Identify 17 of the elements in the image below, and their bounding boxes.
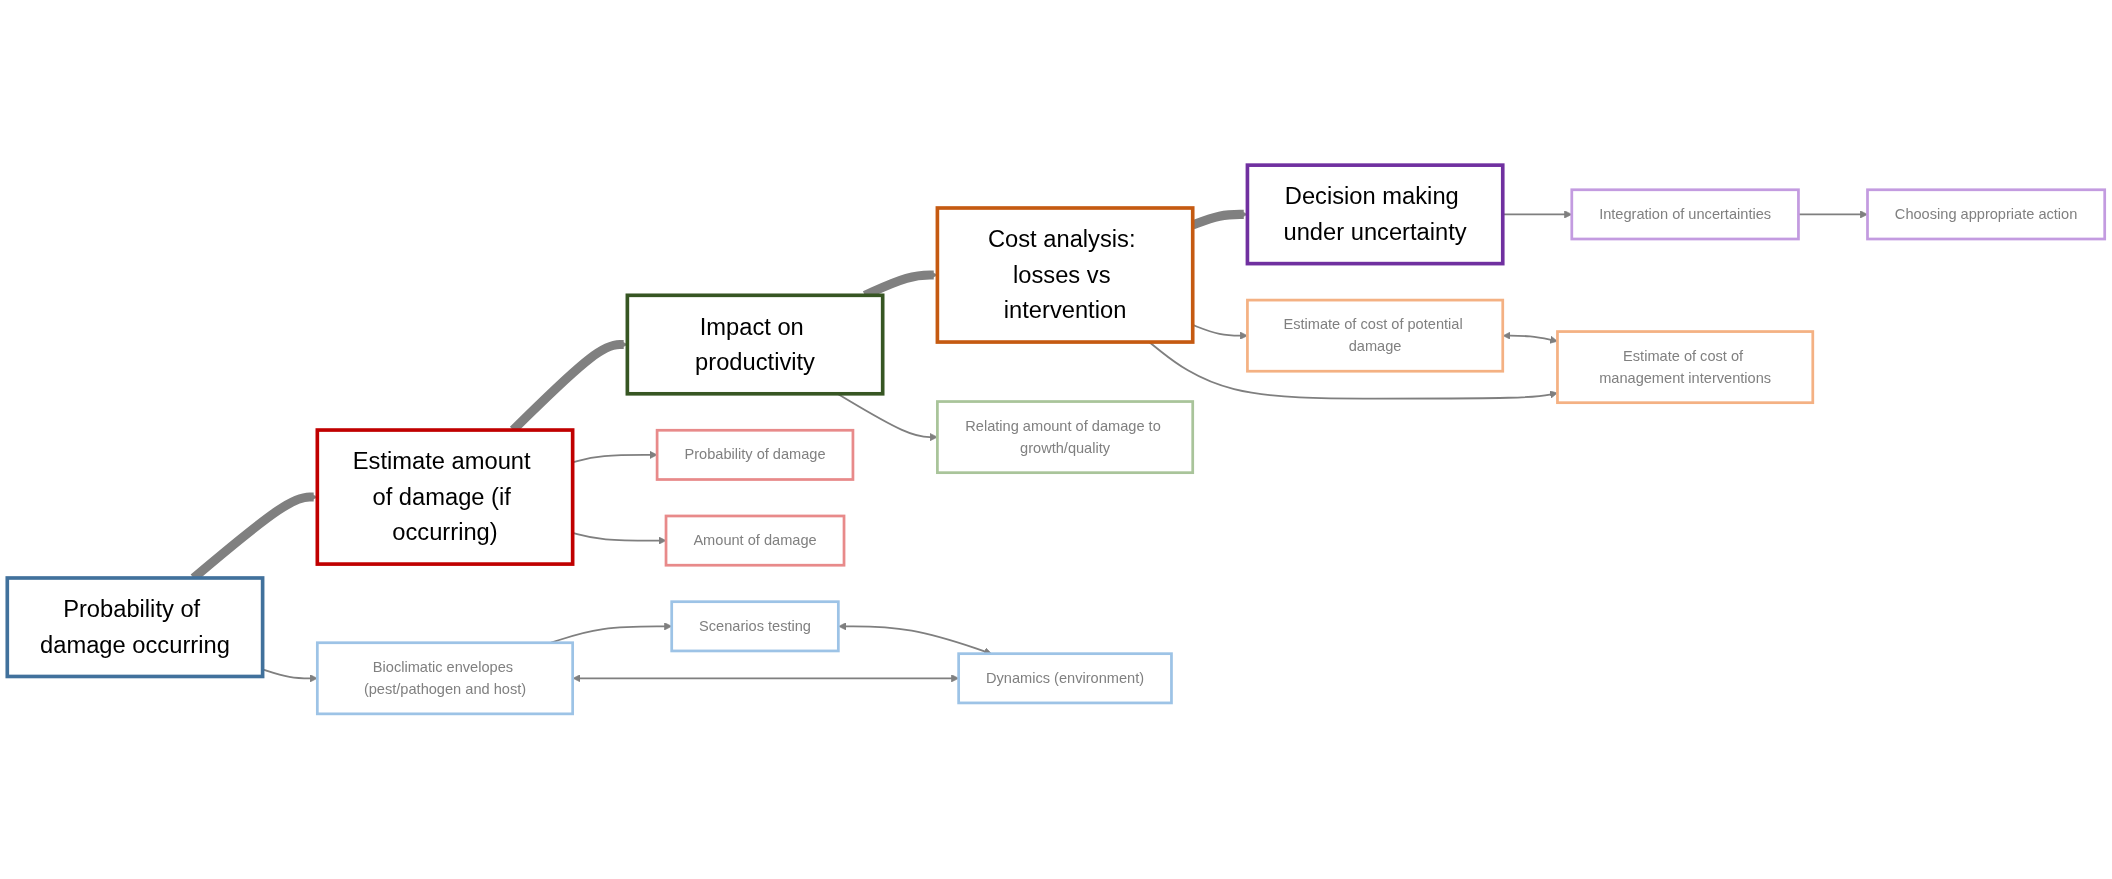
- node-box: Bioclimatic envelopes (pest/pathogen and host): [315, 641, 574, 716]
- node-box: Amount of damage: [664, 514, 846, 567]
- node-box: Scenarios testing: [670, 600, 840, 653]
- arrow: [572, 674, 959, 683]
- node-box: Relating amount of damage to growth/quality: [936, 400, 1195, 475]
- node-box: Estimate amount of damage (if occurring): [315, 428, 575, 566]
- node-box: Dynamics (environment): [957, 652, 1173, 705]
- node-box: Decision making under uncertainty: [1245, 163, 1505, 266]
- node-box: Cost analysis: losses vs intervention: [935, 206, 1195, 344]
- node-box: Integration of uncertainties: [1570, 188, 1800, 241]
- node-box: Estimate of cost of management interventions: [1556, 330, 1815, 405]
- node-box: Probability of damage: [655, 428, 855, 481]
- node-box: Impact on productivity: [625, 293, 885, 396]
- node-box: Estimate of cost of potential damage: [1246, 298, 1505, 373]
- arrow: [1502, 331, 1558, 344]
- node-box: Probability of damage occurring: [5, 576, 265, 679]
- node-box: Choosing appropriate action: [1866, 188, 2107, 241]
